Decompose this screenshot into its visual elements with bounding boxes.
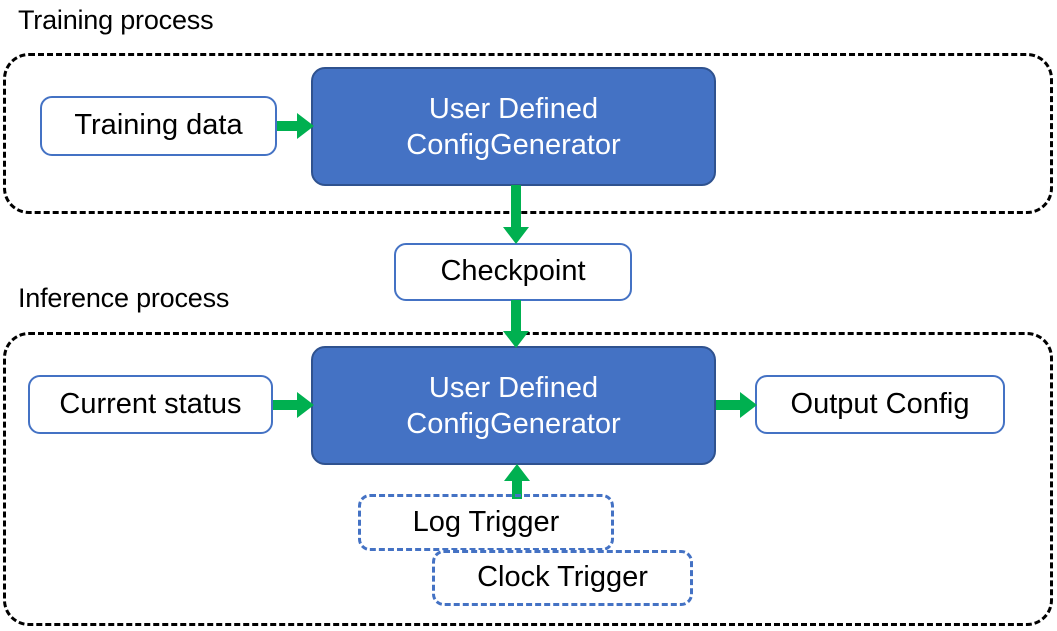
arrow-generator-to-checkpoint-icon: [502, 185, 530, 245]
inference-process-container: [3, 332, 1053, 626]
node-training-data[interactable]: Training data: [40, 96, 277, 156]
node-current-status[interactable]: Current status: [28, 375, 273, 434]
node-generator-training-line1: User Defined: [428, 92, 599, 125]
training-process-caption: Training process: [18, 5, 214, 35]
node-log-trigger-label: Log Trigger: [412, 505, 560, 538]
node-training-data-label: Training data: [74, 109, 243, 142]
inference-process-caption: Inference process: [18, 283, 230, 313]
training-process-container: [3, 53, 1053, 214]
arrow-checkpoint-to-generator-icon: [502, 300, 530, 349]
arrow-generator-to-output-config-icon: [716, 391, 758, 419]
node-output-config[interactable]: Output Config: [755, 375, 1005, 434]
node-generator-training-line2: ConfigGenerator: [406, 128, 621, 161]
node-checkpoint-label: Checkpoint: [440, 255, 586, 288]
node-generator-inference-line1: User Defined: [428, 371, 599, 404]
node-current-status-label: Current status: [59, 387, 242, 420]
arrow-training-data-to-generator-icon: [277, 112, 315, 140]
node-output-config-label: Output Config: [790, 387, 970, 420]
node-clock-trigger[interactable]: Clock Trigger: [432, 550, 693, 606]
arrow-current-status-to-generator-icon: [273, 391, 315, 419]
node-checkpoint[interactable]: Checkpoint: [394, 243, 632, 301]
node-clock-trigger-label: Clock Trigger: [477, 561, 648, 594]
arrow-trigger-to-generator-icon: [503, 464, 531, 500]
node-generator-inference-line2: ConfigGenerator: [406, 407, 621, 440]
node-log-trigger[interactable]: Log Trigger: [358, 494, 614, 551]
node-user-defined-configgenerator-inference[interactable]: User Defined ConfigGenerator: [311, 346, 716, 465]
node-user-defined-configgenerator-training[interactable]: User Defined ConfigGenerator: [311, 67, 716, 186]
